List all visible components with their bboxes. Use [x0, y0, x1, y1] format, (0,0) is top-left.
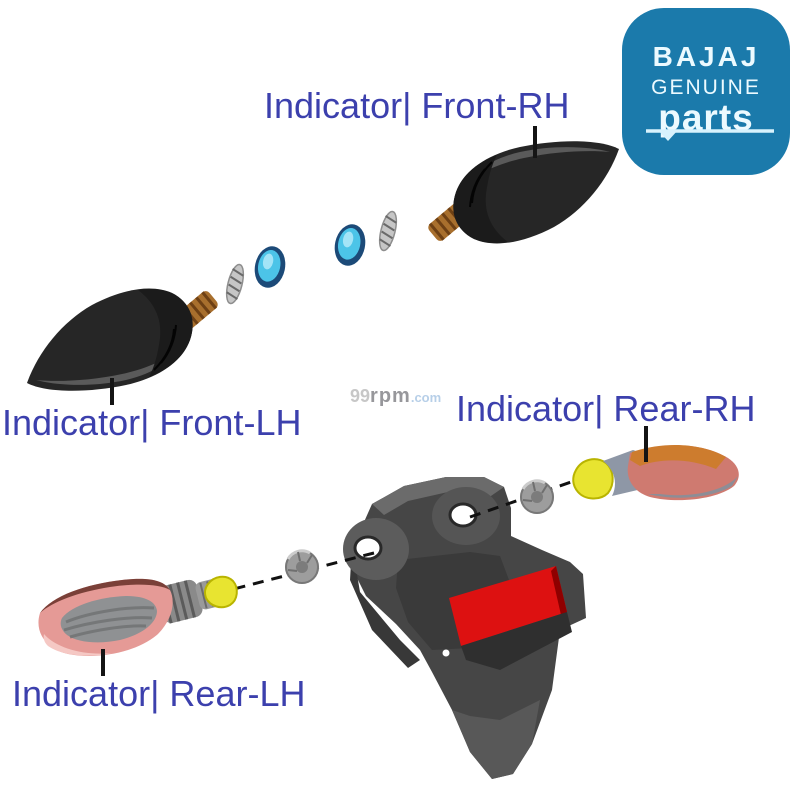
mounting-hole-left: [353, 535, 383, 561]
rear-bracket: [343, 477, 586, 779]
housing-bottom-sheen: [43, 634, 112, 656]
logo-genuine-text: GENUINE: [651, 76, 761, 99]
bulb: [203, 575, 238, 609]
front-rh-indicator: [424, 139, 621, 245]
watermark: 99rpm.com: [350, 385, 441, 408]
spring-pin-right: [375, 208, 401, 254]
label-rear-lh: Indicator| Rear-LH: [12, 673, 306, 714]
bracket-left-arm-shade: [350, 545, 420, 668]
leader-line-rear-lh: [101, 649, 105, 676]
reflector-edge: [551, 566, 567, 615]
leader-line-front-lh: [110, 378, 114, 405]
logo-underline-icon: [646, 129, 774, 141]
label-rear-rh: Indicator| Rear-RH: [456, 388, 756, 429]
leader-line-rear-rh: [644, 426, 648, 462]
bajaj-genuine-parts-logo: BAJAJ GENUINE parts: [622, 8, 790, 175]
reflector: [449, 566, 567, 646]
housing-top-rim: [40, 578, 170, 613]
watermark-suffix: .com: [410, 390, 442, 405]
front-lh-indicator: [25, 287, 222, 393]
blue-grommet-left: [250, 243, 290, 291]
rear-lh-indicator: [38, 575, 238, 656]
bulb: [572, 458, 614, 500]
label-front-rh: Indicator| Front-RH: [264, 85, 570, 126]
housing-gray-bottom: [648, 476, 738, 498]
watermark-brand: rpm: [370, 385, 411, 407]
label-front-lh: Indicator| Front-LH: [2, 402, 302, 443]
gray-grommet-right: [518, 478, 556, 516]
bracket-top-face: [372, 477, 504, 515]
rear-rh-indicator: [572, 444, 739, 501]
leader-line-front-rh: [533, 126, 537, 158]
gray-grommet-left: [283, 548, 321, 586]
housing-orange-top: [630, 444, 726, 469]
logo-brand-text: BAJAJ: [652, 41, 760, 72]
spring-pin-left: [222, 261, 248, 307]
flap-highlight: [452, 700, 540, 779]
watermark-prefix: 99: [350, 386, 371, 406]
screw-hole-dot: [442, 649, 450, 657]
reflector-frame: [461, 612, 572, 670]
blue-grommet-right: [330, 221, 370, 269]
